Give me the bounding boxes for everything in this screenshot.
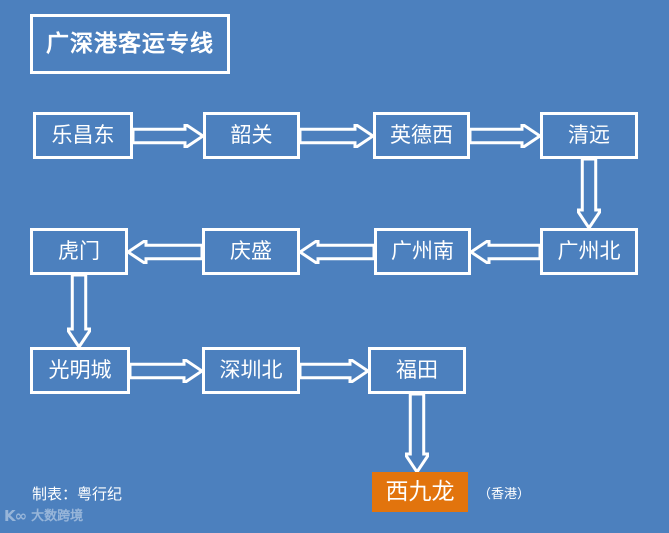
station-box-shenzhenbei[interactable]: 深圳北 <box>202 347 300 394</box>
arrow-yingdexi-qingyuan <box>470 124 540 148</box>
watermark: K∞ 大数跨境 <box>4 509 83 524</box>
station-label: 庆盛 <box>230 239 272 263</box>
station-label: 光明城 <box>48 358 112 382</box>
arrow-qingsheng-humen <box>128 240 202 264</box>
arrow-lechangdong-shaoguan <box>133 124 203 148</box>
station-label: 福田 <box>396 358 438 382</box>
hongkong-note: （香港） <box>478 487 531 502</box>
diagram-title-plate: 广深港客运专线 <box>30 14 230 74</box>
station-label: 英德西 <box>390 123 453 147</box>
station-label: 广州南 <box>391 239 454 263</box>
station-label: 乐昌东 <box>51 123 115 147</box>
station-box-guangzhoubei[interactable]: 广州北 <box>540 228 638 275</box>
watermark-text: 大数跨境 <box>31 509 84 524</box>
station-box-lechangdong[interactable]: 乐昌东 <box>33 112 133 159</box>
station-box-shaoguan[interactable]: 韶关 <box>203 112 300 159</box>
station-box-futian[interactable]: 福田 <box>368 347 466 394</box>
station-box-qingsheng[interactable]: 庆盛 <box>202 228 300 275</box>
credit-label: 制表：粤行纪 <box>32 485 123 503</box>
station-box-xijiulong[interactable]: 西九龙 <box>372 472 468 512</box>
watermark-logo-icon: K∞ <box>4 507 27 525</box>
station-box-humen[interactable]: 虎门 <box>30 228 128 275</box>
arrow-guangmingcheng-shenzhenbei <box>130 359 202 383</box>
arrow-humen-guangmingcheng <box>67 275 91 347</box>
station-label: 西九龙 <box>385 478 455 505</box>
arrow-futian-xijiulong <box>405 394 429 472</box>
station-box-qingyuan[interactable]: 清远 <box>540 112 638 159</box>
arrow-guangzhoubei-guangzhounan <box>471 240 540 264</box>
station-label: 虎门 <box>58 239 100 263</box>
arrow-qingyuan-guangzhoubei <box>577 159 601 228</box>
arrow-shenzhenbei-futian <box>300 359 368 383</box>
arrow-shaoguan-yingdexi <box>300 124 373 148</box>
station-label: 韶关 <box>230 123 273 147</box>
station-box-guangmingcheng[interactable]: 光明城 <box>30 347 130 394</box>
diagram-title: 广深港客运专线 <box>46 30 214 57</box>
station-label: 清远 <box>568 123 610 147</box>
station-label: 深圳北 <box>219 358 283 382</box>
station-box-yingdexi[interactable]: 英德西 <box>373 112 470 159</box>
station-box-guangzhounan[interactable]: 广州南 <box>374 228 471 275</box>
arrow-guangzhounan-qingsheng <box>300 240 374 264</box>
station-label: 广州北 <box>557 239 621 263</box>
